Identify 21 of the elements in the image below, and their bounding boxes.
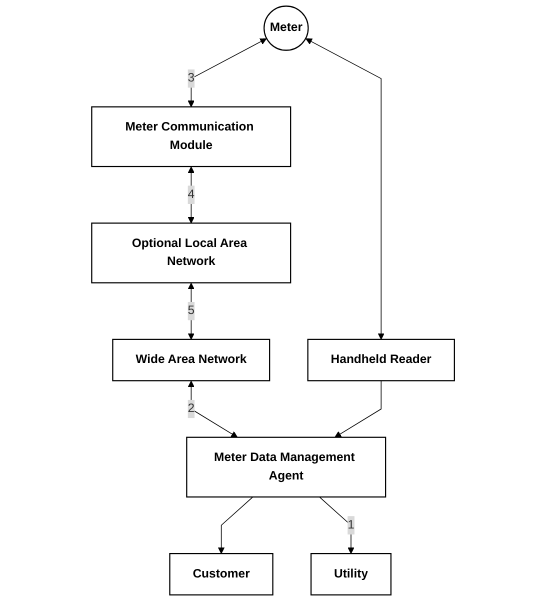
arrow	[188, 282, 195, 340]
edge-label: 2	[188, 402, 196, 416]
node-box: Wide Area Network	[112, 338, 271, 382]
edge-label: 5	[188, 304, 196, 318]
node-box: Optional Local Area Network	[92, 222, 292, 284]
edge-label: 1	[348, 518, 355, 532]
edge-label: 3	[188, 72, 196, 85]
edge-label: 4	[188, 188, 196, 201]
node-box: Utility	[310, 553, 392, 596]
node-box: Meter Communication Module	[92, 106, 292, 168]
node-box: Meter Data Management Agent	[186, 436, 387, 498]
arrow	[188, 38, 268, 108]
arrow	[306, 38, 385, 340]
node-box: Handheld Reader	[308, 338, 456, 382]
node-box: Customer	[170, 553, 274, 596]
arrow	[188, 166, 195, 224]
arrow	[218, 496, 254, 554]
arrow	[319, 496, 355, 554]
arrow	[188, 380, 238, 438]
arrow	[335, 380, 382, 438]
node-circle: Meter	[264, 6, 310, 51]
